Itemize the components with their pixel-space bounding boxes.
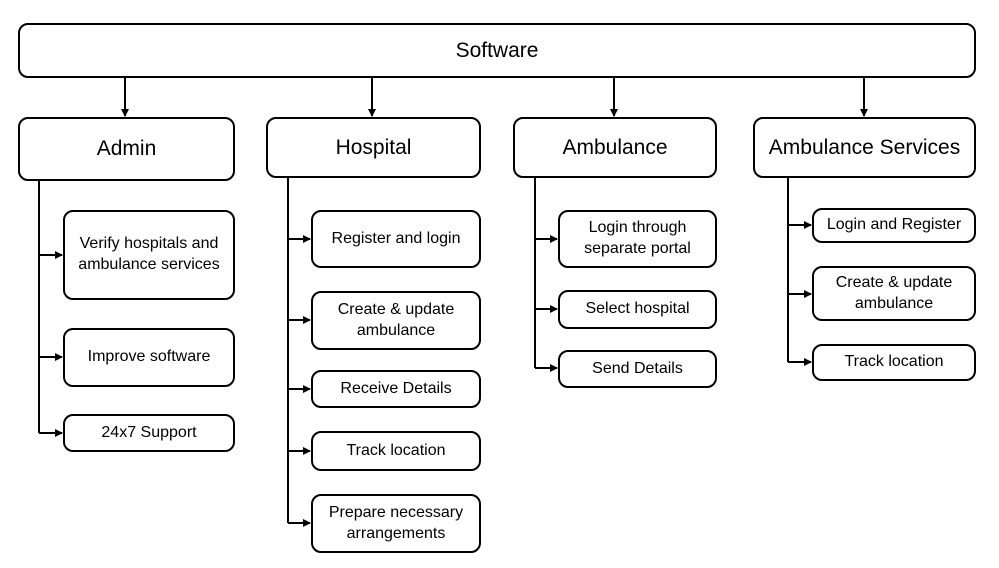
hospital-item-track-location: Track location xyxy=(311,431,481,471)
category-ambulance: Ambulance xyxy=(513,117,717,178)
hospital-item-register-login: Register and login xyxy=(311,210,481,268)
admin-item-support: 24x7 Support xyxy=(63,414,235,452)
root-node-software: Software xyxy=(18,23,976,78)
ambulance-item-login-portal: Login through separate portal xyxy=(558,210,717,268)
category-ambulance-services: Ambulance Services xyxy=(753,117,976,178)
admin-item-improve-software: Improve software xyxy=(63,328,235,387)
hospital-item-receive-details: Receive Details xyxy=(311,370,481,408)
ambulance-services-item-login-register: Login and Register xyxy=(812,208,976,243)
ambulance-services-item-create-update-ambulance: Create & update ambulance xyxy=(812,266,976,321)
ambulance-item-select-hospital: Select hospital xyxy=(558,290,717,329)
ambulance-item-send-details: Send Details xyxy=(558,350,717,388)
ambulance-services-item-track-location: Track location xyxy=(812,344,976,381)
category-admin: Admin xyxy=(18,117,235,181)
hospital-item-create-update-ambulance: Create & update ambulance xyxy=(311,291,481,350)
hospital-item-prepare-arrangements: Prepare necessary arrangements xyxy=(311,494,481,553)
admin-item-verify: Verify hospitals and ambulance services xyxy=(63,210,235,300)
category-hospital: Hospital xyxy=(266,117,481,178)
